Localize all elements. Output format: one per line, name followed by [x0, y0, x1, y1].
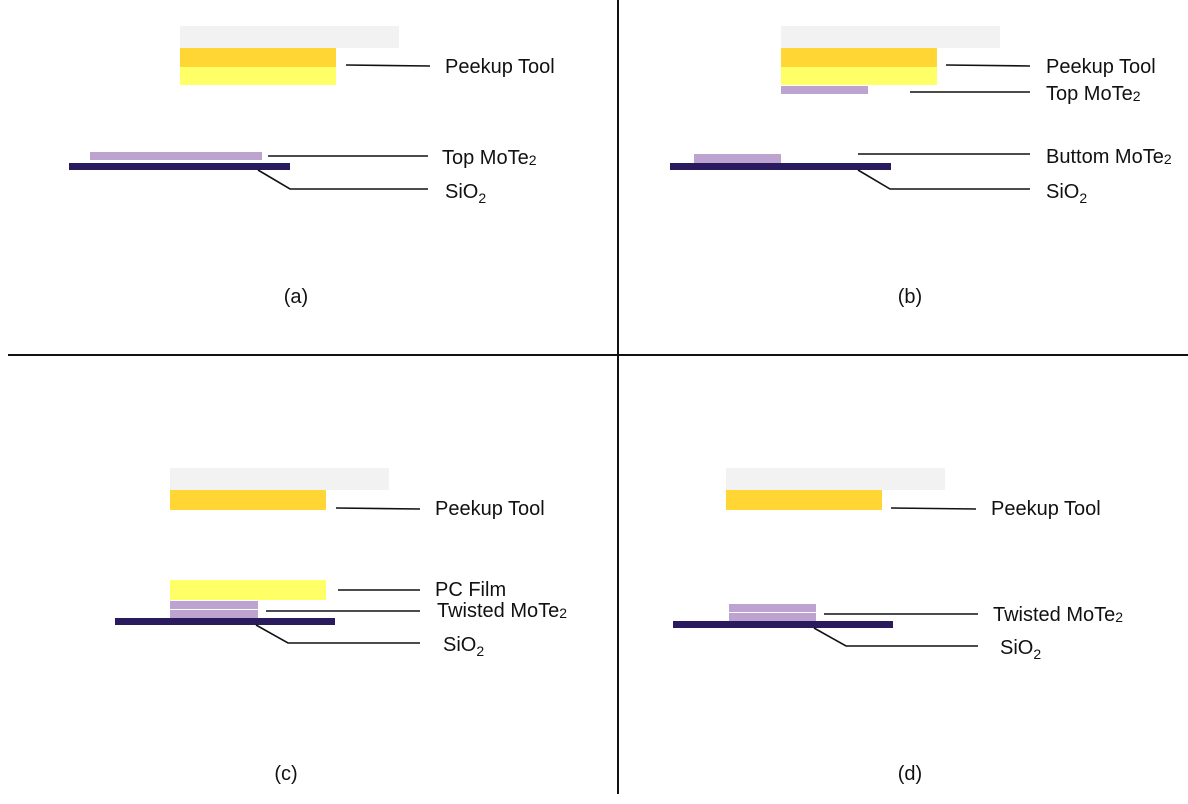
peekup-tool-orange-layer	[180, 48, 336, 67]
top-mote2-label: Top MoTe2	[442, 147, 537, 169]
sio2-substrate	[115, 618, 335, 625]
sio2-substrate	[673, 621, 893, 628]
twisted-mote2-top-flake	[729, 604, 816, 612]
peekup-tool-gray-layer	[180, 26, 399, 48]
peekup-leader-line	[890, 507, 977, 510]
peekup-tool-gray-layer	[781, 26, 1000, 48]
twisted-mote2-label: Twisted MoTe2	[437, 600, 567, 622]
pc-film-layer	[180, 67, 336, 85]
bottom-mote2-flake	[694, 154, 781, 163]
top-mote2-label: Top MoTe2	[1046, 83, 1141, 105]
peekup-tool-label: Peekup Tool	[435, 498, 545, 520]
top-mote2-flake	[781, 86, 868, 94]
peekup-tool-label: Peekup Tool	[445, 56, 555, 78]
twisted-mote2-label: Twisted MoTe2	[993, 604, 1123, 626]
peekup-tool-gray-layer	[170, 468, 389, 490]
sio2-label: SiO2	[1000, 637, 1041, 662]
peekup-tool-orange-layer	[170, 490, 326, 510]
caption-c: (c)	[274, 763, 297, 785]
sio2-leader-line	[857, 169, 1030, 190]
peekup-tool-orange-layer	[726, 490, 882, 510]
pc-film-layer	[781, 67, 937, 85]
peekup-leader-line	[345, 64, 431, 67]
sio2-leader-line	[255, 624, 420, 644]
twisted-mote2-bottom-flake	[170, 610, 258, 618]
peekup-leader-line	[335, 507, 421, 510]
caption-a: (a)	[284, 286, 308, 308]
sio2-label: SiO2	[445, 181, 486, 206]
twisted-mote2-top-flake	[170, 601, 258, 609]
twisted-mote2-bottom-flake	[729, 613, 816, 621]
peekup-tool-orange-layer	[781, 48, 937, 67]
bottom-mote2-label: Buttom MoTe2	[1046, 146, 1172, 168]
sio2-label: SiO2	[443, 634, 484, 659]
sio2-substrate	[69, 163, 290, 170]
panel-c: Peekup Tool PC Film Twisted MoTe2 SiO2 (…	[115, 468, 567, 785]
peekup-leader-line	[945, 64, 1031, 67]
top-mote2-flake	[90, 152, 262, 160]
sio2-leader-line	[813, 627, 978, 647]
peekup-tool-gray-layer	[726, 468, 945, 490]
panel-b: Peekup Tool Top MoTe2 Buttom MoTe2 SiO2 …	[670, 26, 1172, 308]
peekup-tool-label: Peekup Tool	[1046, 56, 1156, 78]
sio2-leader-line	[257, 169, 428, 190]
sio2-substrate	[670, 163, 891, 170]
panel-d: Peekup Tool Twisted MoTe2 SiO2 (d)	[673, 468, 1123, 785]
panel-a: Peekup Tool Top MoTe2 SiO2 (a)	[69, 26, 555, 308]
pc-film-layer	[170, 580, 326, 600]
pc-film-label: PC Film	[435, 579, 506, 601]
caption-d: (d)	[898, 763, 922, 785]
peekup-tool-label: Peekup Tool	[991, 498, 1101, 520]
caption-b: (b)	[898, 286, 922, 308]
sio2-label: SiO2	[1046, 181, 1087, 206]
